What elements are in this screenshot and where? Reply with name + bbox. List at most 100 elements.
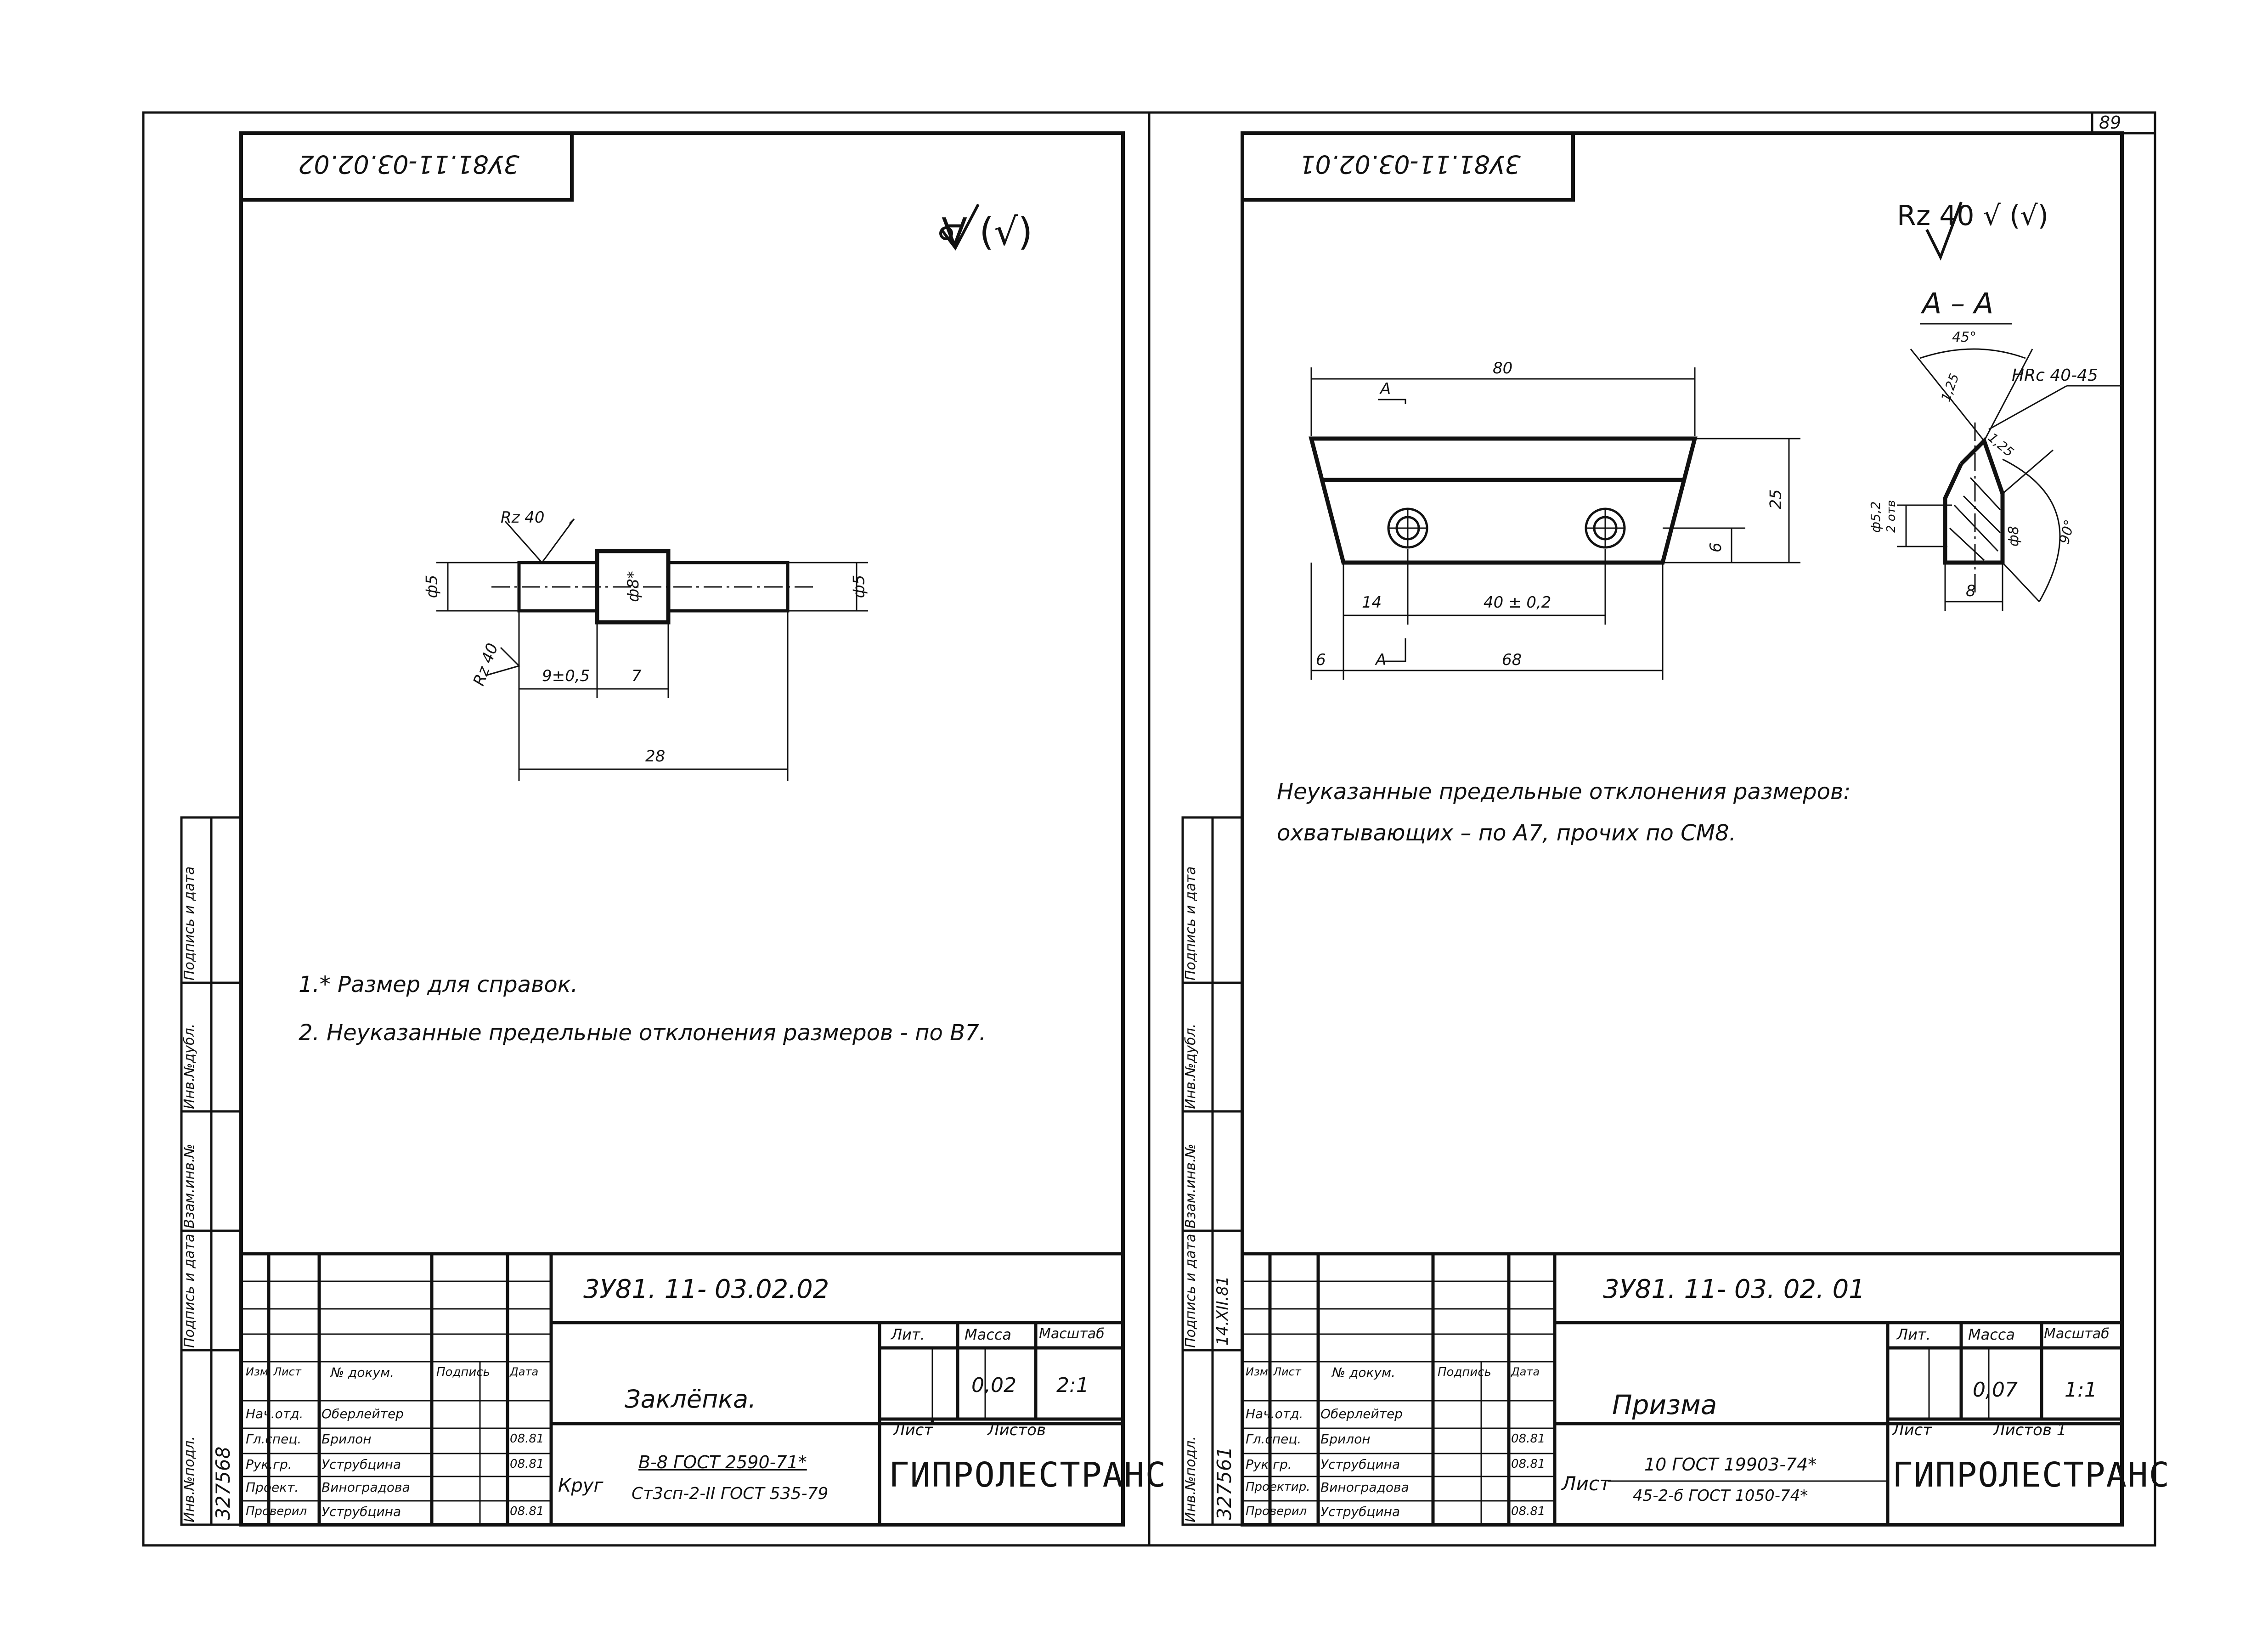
- left-tb-material-bottom: Ст3сп-2-II ГОСТ 535-79: [632, 1484, 829, 1503]
- prism-section-mark-bottom: А: [1376, 651, 1387, 669]
- left-stamp-label-sign: Подпись и дата: [181, 1234, 197, 1348]
- right-tb-name-4: Виноградова: [1320, 1480, 1409, 1495]
- left-tb-material-top: В-8 ГОСТ 2590-71*: [638, 1452, 807, 1472]
- right-tb-name-5: Уструбцина: [1320, 1504, 1400, 1519]
- left-stamp-label-repl: Взам.инв.№: [181, 1144, 197, 1228]
- prism-length-top: 80: [1493, 359, 1513, 378]
- right-tb-col-date: Дата: [1511, 1365, 1540, 1378]
- rivet-length-mid: 7: [632, 667, 642, 685]
- left-tb-date-2: 08.81: [510, 1457, 544, 1471]
- left-stamp-label-inv: Инв.№подл.: [181, 1436, 197, 1522]
- left-tb-sheet: Лист: [893, 1421, 933, 1439]
- left-tb-date-3: 08.81: [510, 1504, 544, 1518]
- right-tb-material-label: Лист: [1562, 1472, 1611, 1495]
- left-tb-col-list: Лист: [273, 1365, 301, 1378]
- left-stamp-inv-number: 327568: [212, 1446, 234, 1520]
- rivet-diameter-right: ф5: [850, 575, 869, 598]
- left-tb-hdr-scale: Масштаб: [1039, 1326, 1105, 1342]
- right-tb-name: Призма: [1612, 1389, 1717, 1420]
- left-tb-name-2: Брилон: [322, 1431, 372, 1447]
- right-stamp-label-dup: Инв.№дубл.: [1183, 1023, 1199, 1109]
- page-number: 89: [2099, 113, 2121, 133]
- prism-edge: 6: [1316, 651, 1326, 669]
- left-tb-name: Заклёпка.: [625, 1385, 756, 1414]
- left-tb-code: 3У81. 11- 03.02.02: [583, 1274, 829, 1304]
- right-tb-date-1: 08.81: [1511, 1432, 1546, 1446]
- section-hole-d-big: ф8: [2006, 526, 2022, 547]
- right-stamp-label-sign2: Подпись и дата: [1183, 866, 1199, 981]
- prism-hole-spacing: 40 ± 0,2: [1484, 593, 1551, 612]
- right-code-box: [1241, 131, 1575, 202]
- right-tb-company: ГИПРОЛЕСТРАНС: [1892, 1455, 2171, 1495]
- left-stamp-label-dup: Инв.№дубл.: [181, 1023, 197, 1109]
- left-tb-role-1: Нач.отд.: [246, 1406, 304, 1421]
- right-outer-border: [1148, 111, 2156, 1547]
- left-tb-col-izm: Изм.: [246, 1365, 272, 1378]
- left-tb-mass: 0,02: [971, 1374, 1016, 1397]
- section-hardness: HRc 40-45: [2012, 366, 2098, 385]
- left-roughness-symbol: ∀ (√): [942, 210, 1033, 254]
- left-tb-col-date: Дата: [510, 1365, 539, 1378]
- rivet-length-left: 9±0,5: [542, 667, 590, 685]
- left-tb-scale: 2:1: [1056, 1374, 1089, 1397]
- right-tb-mass: 0,07: [1973, 1378, 2018, 1402]
- right-tb-col-doc: № докум.: [1332, 1365, 1396, 1380]
- left-inner-frame: [239, 131, 1125, 1527]
- right-tb-scale: 1:1: [2065, 1378, 2097, 1402]
- prism-hole-height: 6: [1706, 542, 1725, 552]
- rivet-length-total: 28: [645, 747, 666, 766]
- rivet-diameter-center: ф8*: [624, 571, 643, 602]
- left-tb-sheets: Листов: [987, 1421, 1046, 1439]
- right-stamp-label-repl: Взам.инв.№: [1183, 1144, 1199, 1228]
- right-tb-name-1: Оберлейтер: [1320, 1406, 1403, 1421]
- right-tb-col-list: Лист: [1273, 1365, 1301, 1378]
- prism-bottom-length: 68: [1502, 651, 1522, 669]
- left-note-2: 2. Неуказанные предельные отклонения раз…: [299, 1020, 986, 1046]
- right-tb-sheets: Листов 1: [1993, 1421, 2067, 1439]
- left-tb-col-doc: № докум.: [331, 1365, 395, 1380]
- right-tb-material-top: 10 ГОСТ 19903-74*: [1644, 1454, 1817, 1475]
- prism-height: 25: [1766, 489, 1785, 509]
- left-tb-role-5: Проверил: [246, 1504, 307, 1518]
- left-tb-name-3: Уструбцина: [322, 1457, 401, 1472]
- left-tb-company: ГИПРОЛЕСТРАНС: [889, 1455, 1167, 1495]
- page-number-box: [2091, 111, 2156, 135]
- right-stamp-label-sign: Подпись и дата: [1183, 1234, 1199, 1348]
- left-stamp-label-sign2: Подпись и дата: [181, 866, 197, 981]
- left-tb-date-1: 08.81: [510, 1432, 544, 1446]
- section-width-8: 8: [1966, 582, 1976, 600]
- left-tb-role-4: Проект.: [246, 1480, 299, 1495]
- prism-dimension-lines: [1310, 367, 1800, 680]
- prism-left-offset: 14: [1362, 593, 1382, 612]
- section-view: [1943, 437, 2005, 565]
- rivet-rz-top: Rz 40: [501, 508, 545, 527]
- left-tb-name-1: Оберлейтер: [322, 1406, 404, 1421]
- section-hole-note: 2 отв: [1884, 500, 1898, 533]
- right-tb-role-2: Гл.спец.: [1246, 1431, 1302, 1447]
- section-angle-top: 45°: [1952, 329, 1977, 345]
- left-tb-hdr-mass: Масса: [965, 1326, 1012, 1343]
- left-code-box: [239, 131, 574, 202]
- left-tb-material-label: Круг: [558, 1475, 604, 1496]
- left-tb-hdr-lit: Лит.: [891, 1326, 925, 1343]
- left-tb-role-3: Рук.гр.: [246, 1457, 292, 1472]
- section-label: А – А: [1922, 287, 1994, 320]
- right-note-2: охватывающих – по А7, прочих по СМ8.: [1277, 820, 1736, 846]
- right-tb-role-5: Проверил: [1246, 1504, 1307, 1518]
- right-tb-hdr-mass: Масса: [1968, 1326, 2015, 1343]
- left-tb-role-2: Гл.спец.: [246, 1431, 302, 1447]
- section-hole-d-small: ф5,2: [1868, 501, 1883, 533]
- prism-section-mark-top: А: [1380, 380, 1391, 398]
- left-tb-col-sign: Подпись: [436, 1365, 490, 1379]
- right-tb-col-sign: Подпись: [1438, 1365, 1491, 1379]
- right-tb-col-izm: Изм.: [1246, 1365, 1272, 1378]
- right-tb-sheet: Лист: [1892, 1421, 1932, 1439]
- rivet-diameter-left: ф5: [423, 575, 441, 598]
- right-doc-code-mirrored: 3У81.11-03.02.01: [1299, 150, 1521, 179]
- left-tb-name-4: Виноградова: [322, 1480, 410, 1495]
- right-tb-role-3: Рук.гр.: [1246, 1457, 1292, 1472]
- left-doc-code-mirrored: 3У81.11-03.02.02: [298, 150, 519, 179]
- right-stamp-label-inv: Инв.№подл.: [1183, 1436, 1199, 1522]
- right-tb-date-3: 08.81: [1511, 1504, 1546, 1518]
